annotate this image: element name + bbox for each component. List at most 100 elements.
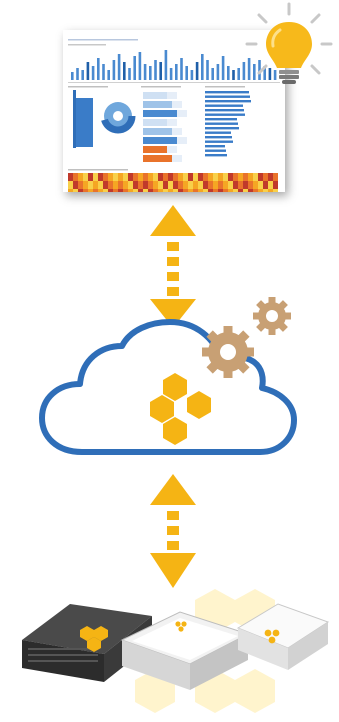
heat-cell: [233, 181, 238, 189]
heat-cell: [193, 189, 198, 192]
heat-cell: [103, 173, 108, 181]
heat-cell: [103, 181, 108, 189]
gear-tooth: [268, 324, 276, 335]
top-bar: [232, 70, 235, 80]
top-bar: [117, 54, 121, 80]
heat-cell: [228, 173, 233, 181]
heat-cell: [233, 173, 238, 181]
stacked-bar: [143, 128, 172, 135]
heat-cell: [88, 181, 93, 189]
top-bar: [159, 62, 162, 80]
heat-cell: [73, 181, 78, 189]
heat-cell: [78, 189, 83, 192]
top-bar: [206, 60, 209, 80]
gear-tooth: [234, 358, 250, 374]
top-bar: [247, 58, 251, 80]
stacked-bar-chart: [143, 92, 187, 162]
top-bar: [138, 52, 142, 80]
heat-cell: [153, 189, 158, 192]
horizontal-bar: [205, 95, 250, 98]
stacked-bar: [143, 155, 172, 162]
heat-cell: [163, 181, 168, 189]
heat-cell: [83, 189, 88, 192]
stacked-bar: [172, 155, 182, 162]
horizontal-bar: [205, 136, 232, 139]
top-bar: [221, 56, 225, 80]
heat-cell: [178, 189, 183, 192]
gears-icon: [202, 297, 291, 378]
heat-cell: [238, 181, 243, 189]
heat-cell: [238, 173, 243, 181]
heat-cell: [213, 181, 218, 189]
horizontal-bar: [205, 140, 233, 143]
heat-cell: [68, 189, 73, 192]
heat-cell: [83, 173, 88, 181]
stacked-bar: [143, 110, 177, 117]
top-bar: [76, 68, 79, 80]
top-bar: [263, 66, 266, 80]
heat-cell: [233, 189, 238, 192]
heat-cell: [128, 173, 133, 181]
heat-cell: [118, 173, 123, 181]
heat-cell: [173, 189, 178, 192]
heat-cell: [208, 173, 213, 181]
heat-cell: [93, 173, 98, 181]
top-bar: [185, 66, 188, 80]
heat-cell: [118, 181, 123, 189]
top-bar: [128, 68, 131, 80]
heat-cell: [83, 181, 88, 189]
horizontal-bar: [205, 122, 238, 125]
top-bar: [143, 64, 147, 80]
gear-tooth: [223, 326, 233, 338]
heat-cell: [268, 181, 273, 189]
heat-cell: [263, 189, 268, 192]
top-bar: [81, 70, 84, 80]
heat-cell: [178, 181, 183, 189]
heat-cell: [93, 181, 98, 189]
bidirectional-dotted-arrow-icon: [150, 474, 196, 588]
stacked-bar: [143, 137, 177, 144]
panel-bar: [75, 98, 93, 147]
top-bar: [273, 70, 277, 80]
heat-cell: [123, 189, 128, 192]
top-bar: [86, 62, 90, 80]
chart-divider: [68, 82, 280, 83]
stacked-bar: [167, 119, 177, 126]
top-bar: [133, 56, 136, 80]
heat-cell: [178, 173, 183, 181]
heat-cell: [173, 181, 178, 189]
gear-tooth: [253, 312, 264, 320]
heat-cell: [208, 189, 213, 192]
heat-cell: [138, 181, 143, 189]
heat-cell: [258, 173, 263, 181]
heat-cell: [243, 181, 248, 189]
heat-cell: [183, 189, 188, 192]
stacked-bar: [177, 137, 187, 144]
heat-cell: [98, 189, 103, 192]
heat-cell: [228, 181, 233, 189]
heat-cell: [163, 189, 168, 192]
heat-cell: [203, 181, 208, 189]
top-bar: [227, 66, 230, 80]
horizontal-bar: [205, 91, 249, 94]
heat-cell: [138, 189, 143, 192]
heat-cell: [193, 181, 198, 189]
panel-caption: [205, 86, 245, 88]
heat-cell: [188, 181, 193, 189]
heat-cell: [273, 189, 278, 192]
heat-cell: [128, 189, 133, 192]
dashboard-subtitle-line: [68, 39, 138, 41]
heat-cell: [253, 173, 258, 181]
heat-cell: [263, 181, 268, 189]
top-bar: [169, 68, 173, 80]
heat-cell: [243, 173, 248, 181]
heat-cell: [258, 189, 263, 192]
stacked-bar: [143, 92, 167, 99]
heat-cell: [133, 173, 138, 181]
panel-bar: [73, 90, 76, 148]
top-bar: [154, 60, 157, 80]
heat-cell: [253, 181, 258, 189]
heat-cell: [258, 181, 263, 189]
panel-caption: [68, 86, 108, 88]
gear-tooth: [223, 366, 233, 378]
